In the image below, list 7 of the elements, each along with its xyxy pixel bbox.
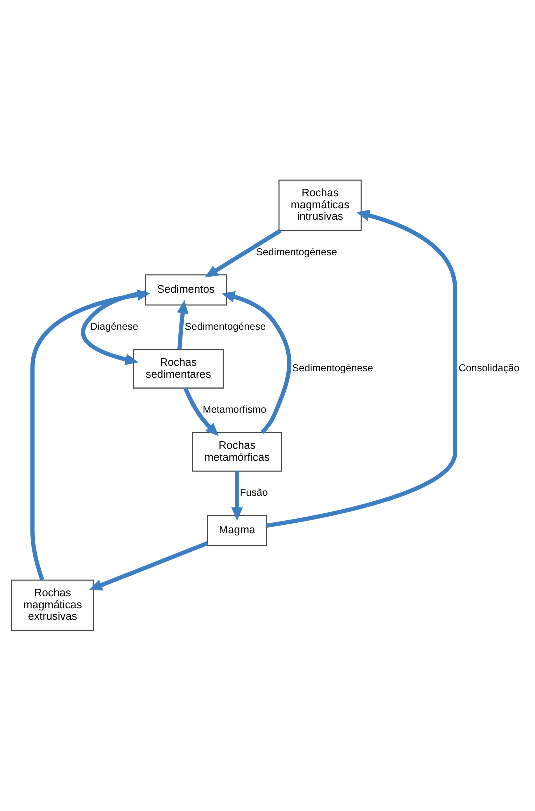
edge-label: Sedimentogénese [292, 364, 374, 375]
edge-label: Sedimentogénese [185, 322, 266, 334]
edge-label: Metamorfismo [202, 405, 267, 416]
edge-label: Consolidação [458, 364, 520, 375]
edge-label: Diagénese [90, 322, 138, 334]
edge-label: Fusão [240, 488, 268, 500]
edge-label: Sedimentogénese [256, 247, 338, 258]
